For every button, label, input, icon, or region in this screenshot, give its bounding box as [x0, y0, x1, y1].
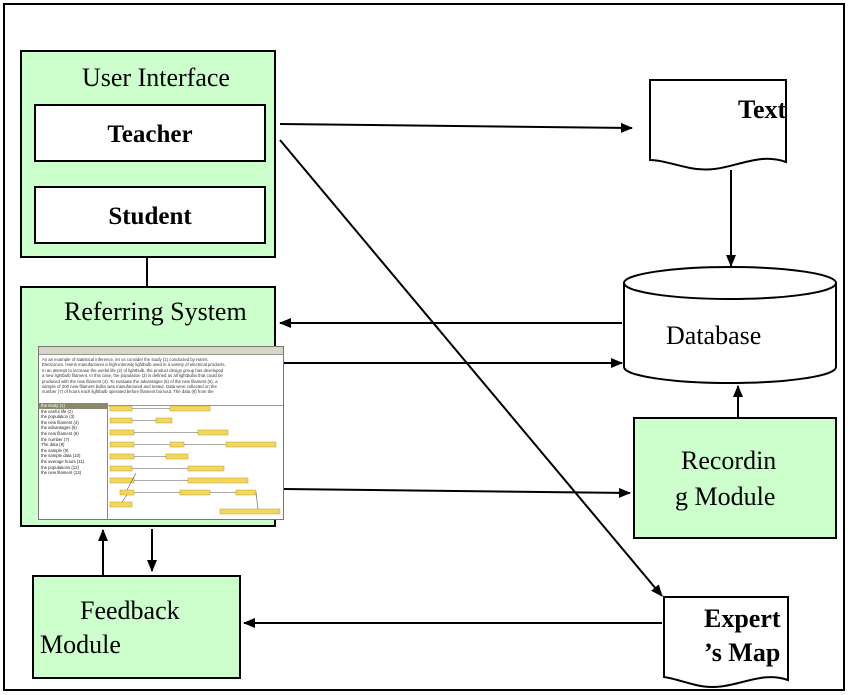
database-label: Database	[666, 321, 762, 350]
referring-system-title: Referring System	[64, 297, 247, 326]
teacher-to-expert-map-arrow	[279, 139, 663, 597]
diagram-frame	[3, 3, 845, 691]
expert-map-document-shape	[663, 596, 789, 688]
list-item: the populations (12)	[41, 464, 79, 470]
list-item: the new filament (4)	[41, 419, 79, 425]
recording-module-label-1: Recordin	[681, 446, 777, 475]
screenshot-concept-map	[109, 405, 281, 515]
screenshot-toolbar	[39, 347, 283, 355]
recording-module-label-2: g Module	[675, 482, 776, 511]
list-item: the new filament (6)	[41, 430, 79, 436]
teacher-box: Teacher	[34, 104, 266, 162]
student-box: Student	[34, 186, 266, 244]
list-item: the sample (9)	[41, 447, 69, 453]
screenshot-text-pane: As an example of statistical inference, …	[39, 355, 283, 406]
feedback-module-box: Feedback Module	[32, 575, 241, 679]
list-item: the advantages (5)	[41, 425, 77, 431]
teacher-to-text-arrow	[279, 122, 633, 133]
user-interface-box: User Interface Teacher Student	[20, 50, 276, 258]
feedback-module-label-1: Feedback	[80, 596, 180, 625]
text-document-shape	[649, 79, 787, 171]
list-item: the new filament (13)	[41, 470, 82, 476]
list-item: the average hours (11)	[41, 458, 85, 464]
referring-to-recording-arrow	[283, 487, 631, 498]
list-item: the sample data (10)	[41, 453, 81, 459]
teacher-label: Teacher	[107, 121, 193, 148]
list-item: the study (1)	[39, 403, 107, 409]
feedback-module-label-2: Module	[40, 630, 121, 659]
list-item: the population (3)	[41, 414, 75, 420]
referring-system-box: Referring System As an example of statis…	[20, 286, 284, 527]
database-cylinder	[623, 266, 837, 384]
expert-map-label-2: ’s Map	[704, 638, 781, 667]
list-item: The data (8)	[41, 442, 65, 448]
text-document-label: Text	[738, 95, 787, 124]
student-label: Student	[108, 203, 192, 230]
recording-module-box: Recordin g Module	[633, 417, 837, 539]
list-item: the useful life (2)	[41, 408, 73, 414]
list-item: the number (7)	[41, 436, 70, 442]
expert-map-label-1: Expert	[704, 604, 781, 633]
screenshot-concept-list: the study (1) the useful life (2) the po…	[39, 403, 108, 519]
referring-system-screenshot: As an example of statistical inference, …	[38, 346, 284, 520]
user-interface-title: User Interface	[82, 63, 230, 92]
